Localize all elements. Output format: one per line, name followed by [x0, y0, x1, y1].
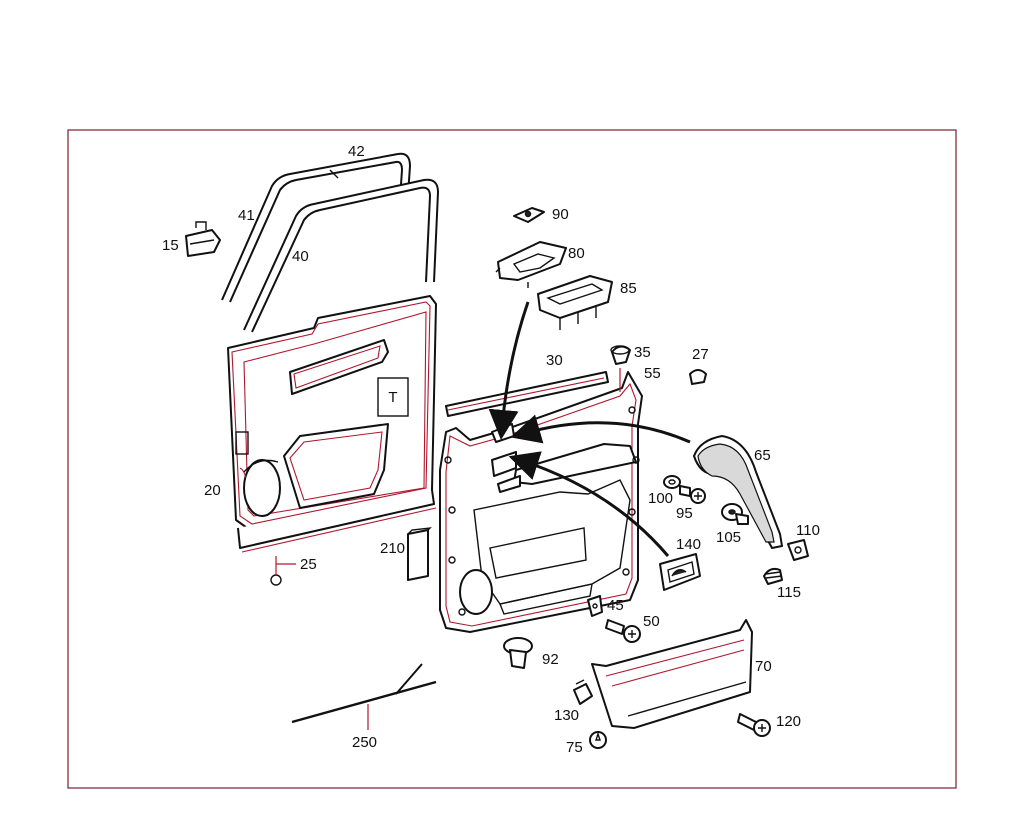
callout-30: 30: [546, 352, 563, 369]
callout-35: 35: [634, 344, 651, 361]
callout-105: 105: [716, 529, 741, 546]
arrow-handle-to-panel: [510, 414, 691, 444]
callout-42: 42: [348, 143, 365, 160]
callout-20: 20: [204, 482, 221, 499]
callout-92: 92: [542, 651, 559, 668]
clip-130: [573, 679, 593, 705]
clip-110: [787, 539, 809, 561]
window-seal-40: [243, 178, 439, 333]
callout-55: 55: [644, 365, 661, 382]
lower-trim-70: [591, 619, 753, 729]
callout-80: 80: [568, 245, 585, 262]
boot-115: [763, 567, 783, 585]
callout-85: 85: [620, 280, 637, 297]
callout-90: 90: [552, 206, 569, 223]
callout-41: 41: [238, 207, 255, 224]
callout-45: 45: [607, 597, 624, 614]
callout-75: 75: [566, 739, 583, 756]
screw-95: [679, 485, 706, 504]
callout-27: 27: [692, 346, 709, 363]
callout-100: 100: [648, 490, 673, 507]
panel-marker: T: [388, 389, 397, 406]
callout-120: 120: [776, 713, 801, 730]
callout-40: 40: [292, 248, 309, 265]
wire-250: [291, 663, 437, 724]
screw-50: [605, 619, 641, 643]
callout-115: 115: [777, 584, 801, 601]
callout-50: 50: [643, 613, 660, 630]
door-panel-20: T: [227, 295, 437, 531]
clip-105: [721, 503, 749, 525]
screw-120: [737, 713, 771, 737]
foam-block-210: [407, 527, 432, 581]
cover-90: [513, 207, 545, 223]
star-cap-75: [589, 731, 607, 749]
callout-65: 65: [754, 447, 771, 464]
clip-45: [587, 595, 603, 617]
clip-15: [185, 221, 221, 257]
arrow-switch-to-panel: [488, 301, 530, 440]
arrow-pull-to-panel: [508, 451, 670, 557]
callout-95: 95: [676, 505, 693, 522]
callout-110: 110: [796, 522, 820, 539]
switch-frame-80: [495, 241, 567, 288]
callout-210: 210: [380, 540, 405, 557]
strip-30: [445, 371, 609, 417]
clip-92: [503, 637, 533, 669]
callout-140: 140: [676, 536, 701, 553]
callout-15: 15: [162, 237, 179, 254]
callout-25: 25: [300, 556, 317, 573]
clip-35: [610, 345, 631, 365]
handle-65: [693, 435, 783, 549]
callout-250: 250: [352, 734, 377, 751]
diagram-frame: [67, 129, 957, 789]
callout-130: 130: [554, 707, 579, 724]
switch-carrier-85: [537, 275, 613, 330]
washer-100: [663, 475, 681, 489]
clip-27: [689, 369, 707, 385]
pull-handle-140: [659, 553, 701, 591]
callout-70: 70: [755, 658, 772, 675]
